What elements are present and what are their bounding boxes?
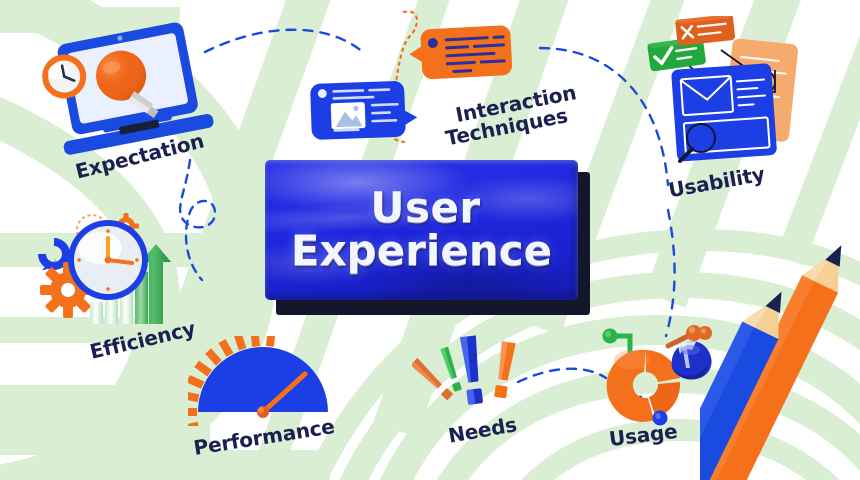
dot-icon (698, 326, 712, 340)
clock-gears-growth-chart-icon (38, 213, 171, 324)
connector-usability-to-usage (664, 208, 676, 338)
node-expectation (36, 20, 226, 160)
laptop-lightbulb-clock-icon (42, 22, 214, 155)
connector-expectation-to-interaction (203, 28, 367, 56)
node-performance (181, 330, 338, 480)
decoration-orange-dot (697, 325, 713, 341)
connector-interaction-to-usability (538, 46, 670, 187)
gauge-meter-icon (181, 330, 328, 480)
connector-expectation-to-efficiency-loop (178, 158, 217, 282)
chat-bubbles-icon (310, 25, 513, 140)
center-box-title: User Experience (265, 160, 578, 300)
node-interaction-techniques (304, 22, 544, 142)
exclamation-marks-icon (410, 335, 516, 405)
node-needs (410, 334, 532, 424)
node-usability (645, 13, 830, 176)
center-concept-box: User Experience (265, 160, 590, 315)
center-title-line2: Experience (290, 226, 553, 275)
pencil-icon (641, 245, 842, 480)
pie-chart-icon (602, 325, 712, 426)
connector-needs-to-usage (516, 367, 608, 384)
decoration-pencils (641, 218, 860, 480)
connector-bubble-link-dotted (388, 10, 418, 144)
node-efficiency (28, 210, 203, 335)
label-interaction-techniques-text: Interaction Techniques (443, 79, 578, 151)
center-title-line1: User (370, 183, 481, 233)
email-review-card-icon (647, 13, 798, 163)
node-usage (596, 322, 726, 427)
center-box-surface (265, 160, 578, 300)
